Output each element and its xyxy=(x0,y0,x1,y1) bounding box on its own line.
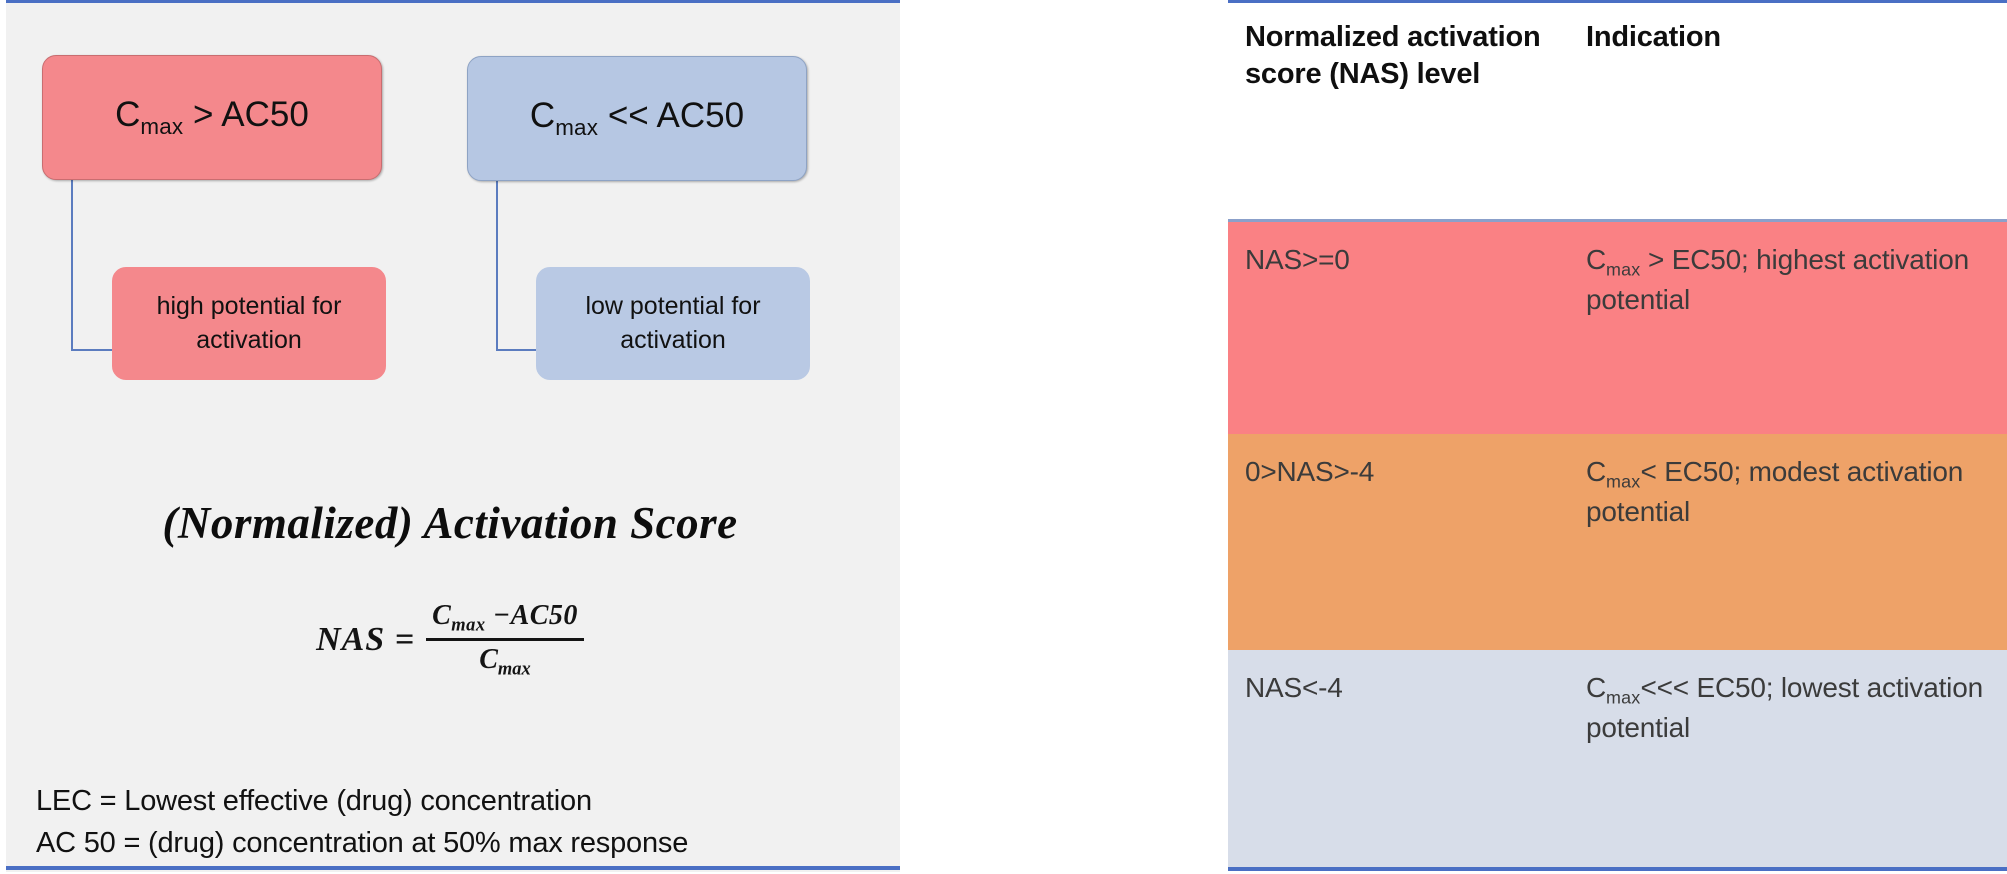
nas-level-table: Normalized activation score (NAS) level … xyxy=(1228,0,2007,874)
table-cell-nas-level: NAS>=0 xyxy=(1245,244,1350,275)
connector-elbow-right xyxy=(496,181,540,351)
formula-numerator: Cmax −AC50 xyxy=(432,600,578,635)
table-cell-indication: Cmax<<< EC50; lowest activation potentia… xyxy=(1586,672,1983,744)
flow-box-top-left-label: Cmax > AC50 xyxy=(115,95,309,139)
table-cell-nas-level: 0>NAS>-4 xyxy=(1245,456,1375,487)
table-row: NAS<-4 Cmax<<< EC50; lowest activation p… xyxy=(1228,650,2007,867)
legend-line-ac50: AC 50 = (drug) concentration at 50% max … xyxy=(36,827,689,860)
flow-box-sub-right-label: low potential for activation xyxy=(585,291,761,354)
formula-fraction: Cmax −AC50 Cmax xyxy=(426,600,584,679)
flow-box-top-right-label: Cmax << AC50 xyxy=(529,96,745,140)
flow-box-sub-left-label: high potential for activation xyxy=(156,291,342,354)
flow-box-low-potential[interactable]: low potential for activation xyxy=(536,267,810,380)
left-panel-bottom-divider xyxy=(6,866,900,870)
formula-left-hand-side: NAS = xyxy=(316,620,416,658)
table-header-nas-level: Normalized activation score (NAS) level xyxy=(1245,21,1541,91)
flow-box-cmax-greater-ac50[interactable]: Cmax > AC50 xyxy=(42,55,382,180)
table-bottom-divider xyxy=(1228,867,2007,871)
table-cell-nas-level: NAS<-4 xyxy=(1245,672,1343,703)
activation-score-title: (Normalized) Activation Score xyxy=(162,498,738,548)
nas-formula: NAS = Cmax −AC50 Cmax xyxy=(0,600,900,679)
table-header-indication: Indication xyxy=(1586,21,1721,53)
table-row: 0>NAS>-4 Cmax< EC50; modest activation p… xyxy=(1228,434,2007,650)
flow-box-high-potential[interactable]: high potential for activation xyxy=(112,267,386,380)
table-cell-indication: Cmax > EC50; highest activation potentia… xyxy=(1586,244,1969,316)
connector-elbow-left xyxy=(71,180,116,351)
table-row: NAS>=0 Cmax > EC50; highest activation p… xyxy=(1228,219,2007,434)
legend-line-lec: LEC = Lowest effective (drug) concentrat… xyxy=(36,785,592,817)
table-cell-indication: Cmax< EC50; modest activation potential xyxy=(1586,456,1964,528)
table-top-divider xyxy=(1228,0,2007,3)
formula-fraction-bar xyxy=(426,637,584,641)
abbreviation-legend: LEC = Lowest effective (drug) concentrat… xyxy=(36,780,886,864)
flow-box-cmax-much-less-ac50[interactable]: Cmax << AC50 xyxy=(467,56,807,181)
left-panel-top-divider xyxy=(6,0,900,3)
table-header-row: Normalized activation score (NAS) level … xyxy=(1228,3,2007,219)
formula-denominator: Cmax xyxy=(479,643,531,679)
